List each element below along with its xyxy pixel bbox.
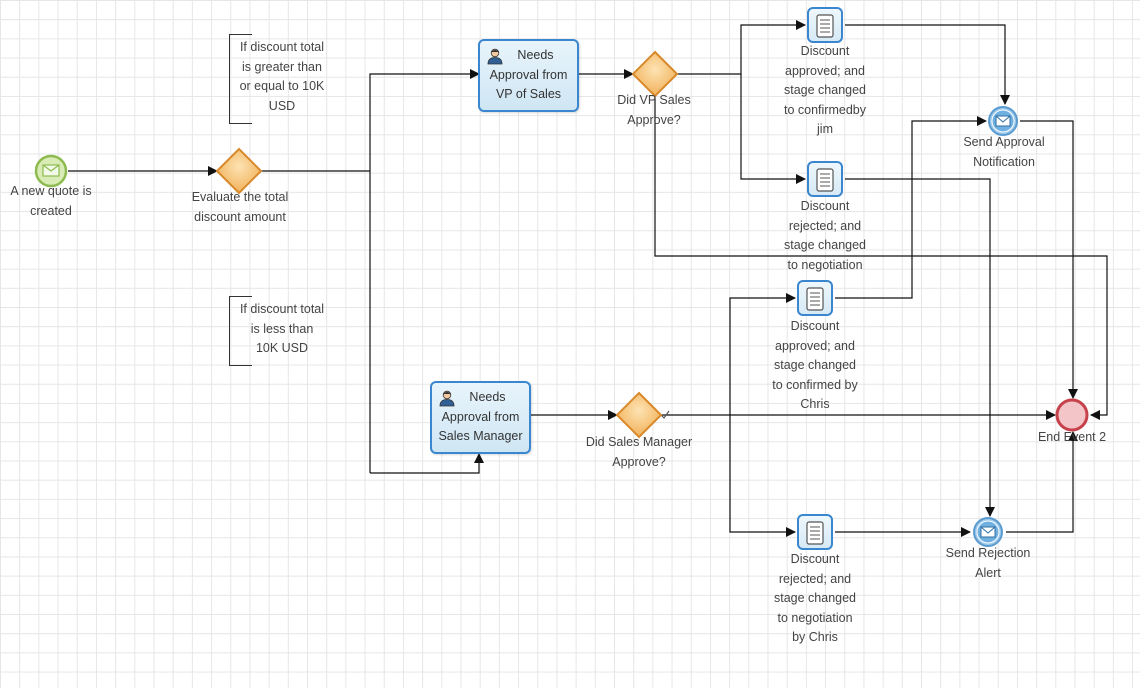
envelope-icon [995,115,1011,127]
end-event-label: End Event 2 [1037,430,1107,444]
flow-mgr-yes [729,293,796,415]
flow-mgr-no [729,415,796,537]
flow-vp-approved-to-notify [845,24,1010,105]
message-event-rejection[interactable] [973,517,1003,547]
script-task-mgr-rejected[interactable] [797,514,833,550]
message-event-approval[interactable] [988,106,1018,136]
user-icon [487,48,503,65]
script-task-vp-approved[interactable] [807,7,843,43]
flow-mgr-approved-to-notify [835,116,987,299]
flow-vp-to-end [654,96,1108,420]
flow-to-vp-task [369,69,480,473]
annotation-bracket [229,296,252,366]
gateway-mgr-approve[interactable] [615,391,663,439]
flow-to-mgr-task [370,453,484,474]
start-event[interactable] [34,154,68,188]
default-flow-check-icon [660,410,670,419]
flow-notify-to-end [1020,120,1078,399]
script-icon [806,287,824,311]
flow-vp-rejected-to-alert [845,178,995,517]
script-icon [816,168,834,192]
script-task-mgr-approved[interactable] [797,280,833,316]
annotation-bracket [229,34,252,124]
end-event[interactable] [1055,398,1089,432]
sequence-flows [68,20,1108,537]
gateway-evaluate[interactable] [215,147,263,195]
start-event-label: A new quote is created [10,184,92,218]
gateway-evaluate-label: Evaluate the total discount amount [191,190,289,224]
envelope-icon [980,526,996,538]
gateway-mgr-label: Did Sales Manager Approve? [585,435,693,469]
script-icon [816,14,834,38]
script-task-vp-rejected[interactable] [807,161,843,197]
flow-vp-no [740,74,806,184]
flow-alert-to-end [1006,431,1078,533]
gateway-vp-label: Did VP Sales Approve? [617,93,691,127]
flow-vp-yes [677,20,806,75]
user-icon [439,390,455,407]
script-icon [806,521,824,545]
gateway-vp-approve[interactable] [631,50,679,98]
